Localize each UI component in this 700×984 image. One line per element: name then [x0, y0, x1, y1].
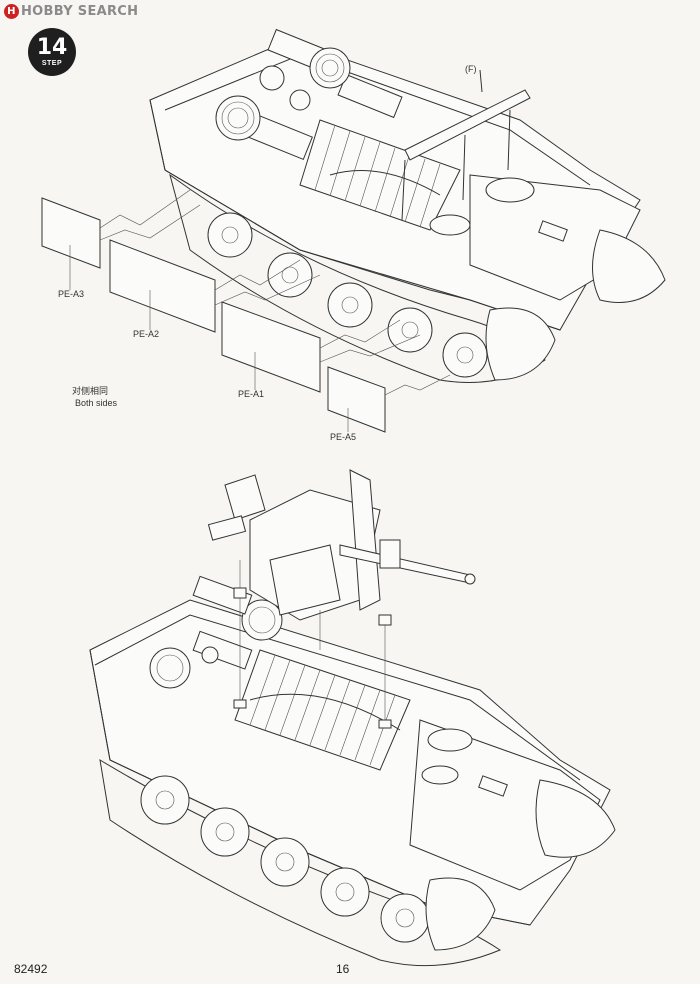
bottom-hull-drawing	[89, 469, 616, 967]
part-label-f: (F)	[465, 64, 477, 74]
pe-label-a2: PE-A2	[133, 329, 160, 339]
both-sides-cn-note: 对侧相同	[72, 387, 109, 397]
step-badge: 14 STEP	[28, 28, 76, 76]
top-hull-drawing	[41, 28, 666, 433]
pe-label-a3: PE-A3	[58, 289, 85, 299]
pe-label-a5: PE-A5	[330, 432, 357, 442]
step-number: 14	[36, 35, 68, 60]
step-label: STEP	[41, 60, 63, 67]
watermark-text: HOBBY SEARCH	[21, 4, 139, 19]
both-sides-note: Both sides	[75, 398, 118, 408]
pe-label-a1: PE-A1	[238, 389, 265, 399]
watermark-logo-icon: H	[4, 4, 19, 19]
page-number: 16	[336, 962, 350, 976]
kit-number: 82492	[14, 962, 48, 976]
watermark: H HOBBY SEARCH	[4, 4, 138, 19]
